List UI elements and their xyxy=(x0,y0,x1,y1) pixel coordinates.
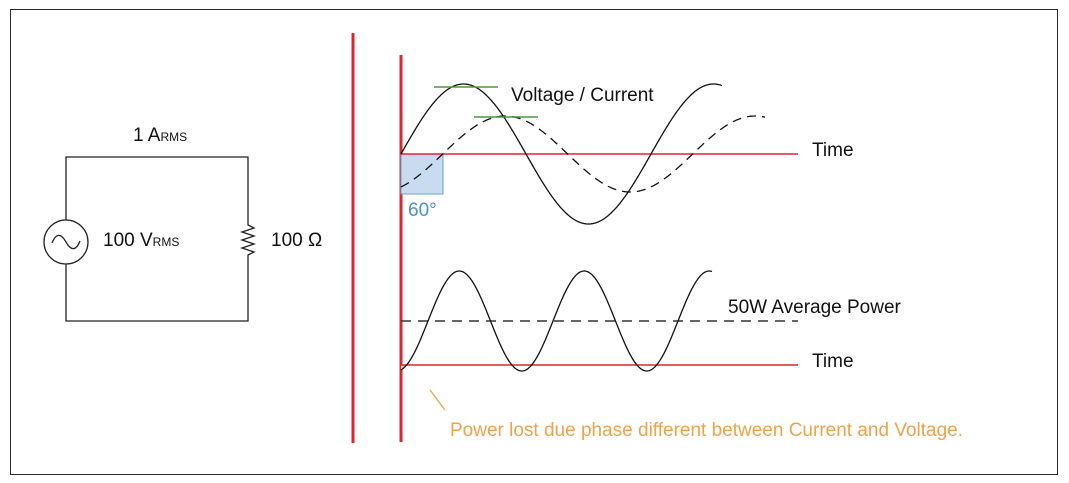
ac-source-icon xyxy=(43,219,89,265)
power-loss-pointer xyxy=(429,389,446,411)
voltage-current-label: Voltage / Current xyxy=(511,85,654,106)
bottom-time-label: Time xyxy=(812,351,854,372)
top-graph: Voltage / Current Time 60° xyxy=(400,83,854,225)
phase-angle-box xyxy=(400,153,444,195)
current-label: 1 ARMS xyxy=(133,125,187,146)
average-power-label: 50W Average Power xyxy=(728,297,902,318)
figure-frame xyxy=(10,9,1058,475)
circuit-wire-bottom xyxy=(65,258,249,322)
power-waveform xyxy=(400,270,713,372)
top-time-label: Time xyxy=(812,140,854,161)
resistor-icon xyxy=(239,222,257,258)
power-loss-note: Power lost due phase different between C… xyxy=(450,420,963,441)
voltage-waveform xyxy=(400,83,723,225)
circuit-schematic: 1 ARMS 100 VRMS 100 Ω xyxy=(43,125,322,322)
resistance-label: 100 Ω xyxy=(271,230,322,251)
bottom-graph: 50W Average Power Time Power lost due ph… xyxy=(400,270,963,441)
voltage-label: 100 VRMS xyxy=(103,230,179,251)
circuit-wire-left xyxy=(65,156,249,222)
current-waveform xyxy=(400,115,766,193)
phase-angle-label: 60° xyxy=(408,200,437,221)
